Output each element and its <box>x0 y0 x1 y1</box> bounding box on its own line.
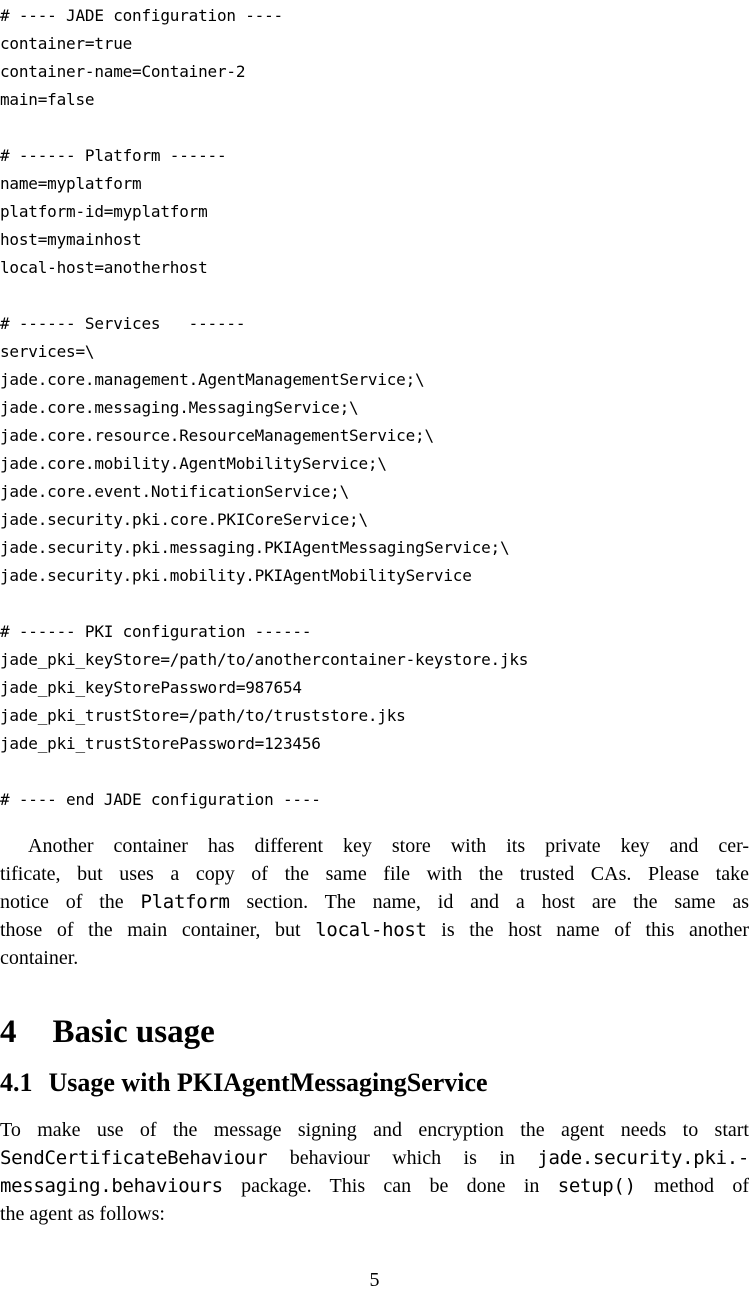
code-line: jade.security.pki.mobility.PKIAgentMobil… <box>0 566 472 585</box>
paragraph-line: the agent as follows: <box>0 1200 749 1228</box>
inline-code-text: SendCertificateBehaviour <box>0 1147 268 1169</box>
paragraph-line: those of the main container, but local-h… <box>0 916 749 944</box>
body-text: section. The name, id and a host are the… <box>229 891 749 913</box>
code-line: container=true <box>0 34 133 53</box>
code-line: jade.core.event.NotificationService;\ <box>0 482 350 501</box>
body-text: method of <box>635 1175 749 1197</box>
inline-code-text: jade.security.pki.- <box>537 1147 749 1169</box>
code-line: jade_pki_keyStore=/path/to/anothercontai… <box>0 650 529 669</box>
code-line: platform-id=myplatform <box>0 202 208 221</box>
body-text: package. This can be done in <box>222 1175 558 1197</box>
code-line: # ---- JADE configuration ---- <box>0 6 283 25</box>
inline-code-text: local-host <box>315 919 427 941</box>
paragraph-another-container: Another container has different key stor… <box>0 832 749 972</box>
jade-configuration-code-block: # ---- JADE configuration ---- container=… <box>0 6 749 809</box>
body-text: notice of the <box>0 891 141 913</box>
section-number: 4 <box>0 1014 17 1050</box>
subsection-title: Usage with PKIAgentMessagingService <box>48 1068 488 1097</box>
code-line: name=myplatform <box>0 174 142 193</box>
body-text: those of the main container, but <box>0 919 316 941</box>
code-line <box>0 758 749 786</box>
code-line: # ------ Services ------ <box>0 314 246 333</box>
code-line: host=mymainhost <box>0 230 142 249</box>
section-title: Basic usage <box>52 1014 215 1050</box>
code-line: jade_pki_keyStorePassword=987654 <box>0 678 302 697</box>
code-line: jade.core.resource.ResourceManagementSer… <box>0 426 434 445</box>
body-text: behaviour which is in <box>267 1147 538 1169</box>
paragraph-line: Another container has different key stor… <box>0 832 749 860</box>
paragraph-line: notice of the Platform section. The name… <box>0 888 749 916</box>
inline-code-text: Platform <box>140 891 230 913</box>
body-text: is the host name of this another <box>426 919 749 941</box>
section-heading-basic-usage: 4 Basic usage <box>0 1014 749 1050</box>
code-line: # ------ PKI configuration ------ <box>0 622 312 641</box>
paragraph-line: messaging.behaviours package. This can b… <box>0 1172 749 1200</box>
code-line: jade_pki_trustStore=/path/to/truststore.… <box>0 706 406 725</box>
code-line: jade.security.pki.core.PKICoreService;\ <box>0 510 368 529</box>
code-line: # ---- end JADE configuration ---- <box>0 790 321 809</box>
code-line <box>0 282 749 310</box>
paragraph-usage-intro: To make use of the message signing and e… <box>0 1116 749 1228</box>
paragraph-line: tificate, but uses a copy of the same fi… <box>0 860 749 888</box>
paragraph-line: SendCertificateBehaviour behaviour which… <box>0 1144 749 1172</box>
body-text: container. <box>0 947 79 969</box>
code-line: local-host=anotherhost <box>0 258 208 277</box>
body-text: To make use of the message signing and e… <box>0 1119 749 1141</box>
body-text: Another container has different key stor… <box>28 835 749 857</box>
code-line: main=false <box>0 90 95 109</box>
inline-code-text: messaging.behaviours <box>0 1175 223 1197</box>
code-line: jade.core.mobility.AgentMobilityService;… <box>0 454 387 473</box>
body-text: the agent as follows: <box>0 1203 165 1225</box>
code-line: jade_pki_trustStorePassword=123456 <box>0 734 321 753</box>
code-line <box>0 590 749 618</box>
code-line: jade.core.messaging.MessagingService;\ <box>0 398 359 417</box>
subsection-heading-usage-pkiagentmessagingservice: 4.1 Usage with PKIAgentMessagingService <box>0 1068 749 1098</box>
page-number: 5 <box>369 1269 380 1291</box>
code-line: # ------ Platform ------ <box>0 146 227 165</box>
body-text: tificate, but uses a copy of the same fi… <box>0 863 749 885</box>
paragraph-line: To make use of the message signing and e… <box>0 1116 749 1144</box>
inline-code-text: setup() <box>557 1175 636 1197</box>
subsection-number: 4.1 <box>0 1068 33 1097</box>
code-line: container-name=Container-2 <box>0 62 246 81</box>
paragraph-line: container. <box>0 944 749 972</box>
code-line: jade.core.management.AgentManagementServ… <box>0 370 425 389</box>
code-line <box>0 114 749 142</box>
code-line: services=\ <box>0 342 95 361</box>
code-line: jade.security.pki.messaging.PKIAgentMess… <box>0 538 510 557</box>
